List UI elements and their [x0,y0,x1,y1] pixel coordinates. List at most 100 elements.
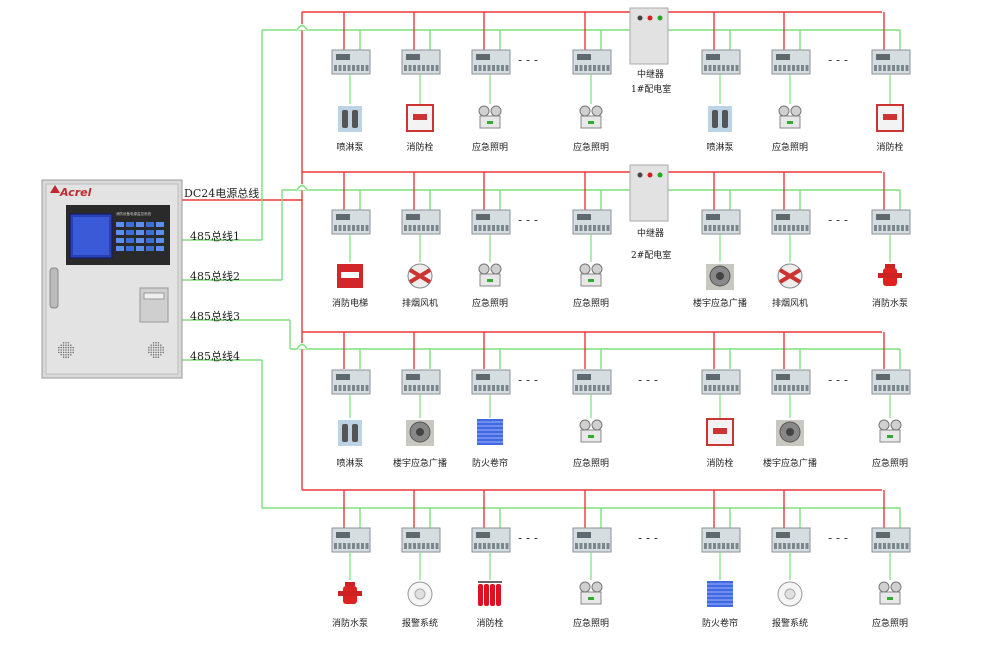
bus-label-485-2: 485总线2 [190,269,240,283]
hydrant-box-icon [876,104,904,132]
device-label: 报警系统 [772,617,808,629]
hydrant-box-icon [406,104,434,132]
repeater-2-room: 2#配电室 [631,249,671,261]
monitor-module [871,49,911,75]
device-4-1: 消防水泵 [331,527,371,629]
smoke-fan-icon [407,263,433,289]
door-handle [49,267,59,309]
device-1-3: 应急照明 [471,49,511,153]
repeater-2: 中继器 2#配电室 [629,164,671,261]
repeater-1: 中继器 1#配电室 [629,7,671,95]
panel-title: 消防设备电源监控系统 [116,211,151,216]
device-label: 消防栓 [406,141,433,153]
device-label: 应急照明 [472,297,508,309]
device-label: 消防栓 [476,617,503,629]
monitor-module [701,49,741,75]
device-2-6: 排烟风机 [771,209,811,309]
device-row-4: 消防水泵报警系统消防栓应急照明防火卷帘报警系统应急照明- - -- - -- -… [331,527,911,629]
monitor-module [401,49,441,75]
device-label: 消防电梯 [332,297,368,309]
device-2-5: 楼宇应急广播 [693,209,747,309]
ellipsis-4-1: - - - [518,531,538,545]
repeater-2-title: 中继器 [637,227,664,239]
monitor-module [771,209,811,235]
monitor-module [331,209,371,235]
emergency-light-icon [579,419,603,443]
monitor-module [572,527,612,553]
monitor-module [331,49,371,75]
hydrant-box-icon [706,418,734,446]
fire-shutter-icon [477,419,503,445]
emergency-light-icon [579,581,603,605]
ellipsis-3-2: - - - [638,373,658,387]
device-2-4: 应急照明 [572,209,612,309]
repeater-1-room: 1#配电室 [631,83,671,95]
ellipsis-3-1: - - - [518,373,538,387]
device-row-2: 消防电梯排烟风机应急照明应急照明楼宇应急广播排烟风机消防水泵- - -- - - [331,209,911,309]
device-3-7: 应急照明 [871,369,911,469]
ellipsis-3-3: - - - [828,373,848,387]
monitor-module [572,369,612,395]
device-4-2: 报警系统 [401,527,441,629]
emergency-light-icon [579,105,603,129]
emergency-light-icon [778,105,802,129]
spray-pump-icon [338,106,362,132]
device-label: 消防水泵 [872,297,908,309]
monitor-module [471,209,511,235]
monitor-module [771,49,811,75]
monitor-module [331,527,371,553]
emergency-light-icon [878,419,902,443]
broadcast-speaker-icon [706,264,734,290]
device-1-1: 喷淋泵 [331,49,371,153]
device-3-5: 消防栓 [701,369,741,469]
monitor-module [572,49,612,75]
device-4-6: 报警系统 [771,527,811,629]
monitor-module [701,527,741,553]
device-label: 应急照明 [872,457,908,469]
device-label: 应急照明 [573,457,609,469]
brand-logo: Acrel [59,186,92,199]
ellipsis-4-2: - - - [638,531,658,545]
device-4-5: 防火卷帘 [701,527,741,629]
fire-hydrant-pump-icon [878,264,902,286]
device-label: 防火卷帘 [472,457,508,469]
monitor-module [771,527,811,553]
device-label: 排烟风机 [772,297,808,309]
device-label: 消防栓 [706,457,733,469]
wiring-layer [182,11,901,528]
ellipsis-1-2: - - - [828,53,848,67]
monitor-module [471,527,511,553]
device-4-7: 应急照明 [871,527,911,629]
device-4-4: 应急照明 [572,527,612,629]
device-label: 喷淋泵 [336,457,363,469]
speaker-grille-right [148,342,164,359]
emergency-light-icon [878,581,902,605]
device-3-2: 楼宇应急广播 [393,369,447,469]
monitor-module [401,527,441,553]
fire-elevator-icon [337,264,363,288]
device-label: 喷淋泵 [336,141,363,153]
ellipsis-1-1: - - - [518,53,538,67]
device-label: 喷淋泵 [706,141,733,153]
ellipsis-2-2: - - - [828,213,848,227]
monitor-module [471,49,511,75]
repeater-1-title: 中继器 [637,68,664,80]
emergency-light-icon [478,105,502,129]
device-2-3: 应急照明 [471,209,511,309]
bus-label-dc24: DC24电源总线 [184,186,259,200]
device-label: 楼宇应急广播 [763,457,817,469]
device-1-6: 应急照明 [771,49,811,153]
device-label: 楼宇应急广播 [693,297,747,309]
device-row-1: 喷淋泵消防栓应急照明应急照明喷淋泵应急照明消防栓- - -- - - [331,49,911,153]
monitor-module [871,209,911,235]
spray-pump-icon [708,106,732,132]
device-3-4: 应急照明 [572,369,612,469]
device-label: 应急照明 [472,141,508,153]
device-label: 消防水泵 [332,617,368,629]
gas-cylinder-icon [478,581,502,606]
device-label: 消防栓 [876,141,903,153]
spray-pump-icon [338,420,362,446]
fire-shutter-icon [707,581,733,607]
device-1-2: 消防栓 [401,49,441,153]
